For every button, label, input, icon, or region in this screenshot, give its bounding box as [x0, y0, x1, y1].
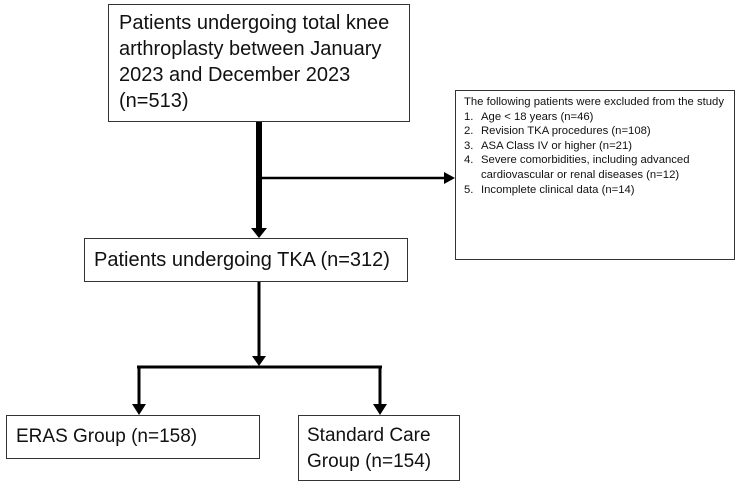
exclusion-item-number: 2. — [464, 125, 474, 138]
split-connector-arrowhead — [252, 356, 266, 366]
exclusion-item-text: Age < 18 years (n=46) — [481, 110, 594, 123]
exclusion-item: 4. Severe comorbidities, including advan… — [464, 153, 728, 182]
exclusion-item: 1. Age < 18 years (n=46) — [464, 110, 728, 125]
standard-care-group-box: Standard Care Group (n=154) — [298, 415, 460, 481]
exclusion-branch-arrowhead — [444, 172, 455, 184]
tka-patients-text: Patients undergoing TKA (n=312) — [94, 249, 390, 271]
exclusion-list: 1. Age < 18 years (n=46) 2. Revision TKA… — [464, 110, 728, 198]
exclusion-item-number: 4. — [464, 154, 474, 167]
tka-patients-box: Patients undergoing TKA (n=312) — [84, 238, 408, 282]
exclusion-item-number: 1. — [464, 110, 474, 123]
main-connector-arrowhead — [251, 228, 267, 238]
exclusion-heading: The following patients were excluded fro… — [464, 96, 724, 108]
exclusion-item-number: 3. — [464, 139, 474, 152]
exclusion-item: 2. Revision TKA procedures (n=108) — [464, 124, 728, 139]
exclusion-item-text: ASA Class IV or higher (n=21) — [481, 139, 633, 152]
total-patients-box: Patients undergoing total knee arthropla… — [108, 4, 410, 122]
exclusion-item-text: Incomplete clinical data (n=14) — [481, 183, 635, 196]
standard-care-group-text: Standard Care Group (n=154) — [307, 425, 432, 472]
eras-group-box: ERAS Group (n=158) — [6, 415, 260, 459]
exclusion-item-text: Revision TKA procedures (n=108) — [481, 125, 651, 138]
exclusion-item-number: 5. — [464, 183, 474, 196]
exclusion-item-text: Severe comorbidities, including advanced… — [481, 154, 690, 181]
exclusion-item: 5. Incomplete clinical data (n=14) — [464, 183, 728, 198]
eras-group-text: ERAS Group (n=158) — [16, 426, 198, 447]
standard-drop-arrowhead — [373, 404, 387, 415]
exclusion-criteria-box: The following patients were excluded fro… — [455, 90, 735, 260]
exclusion-item: 3. ASA Class IV or higher (n=21) — [464, 139, 728, 154]
total-patients-text: Patients undergoing total knee arthropla… — [119, 12, 390, 112]
eras-drop-arrowhead — [132, 404, 146, 415]
